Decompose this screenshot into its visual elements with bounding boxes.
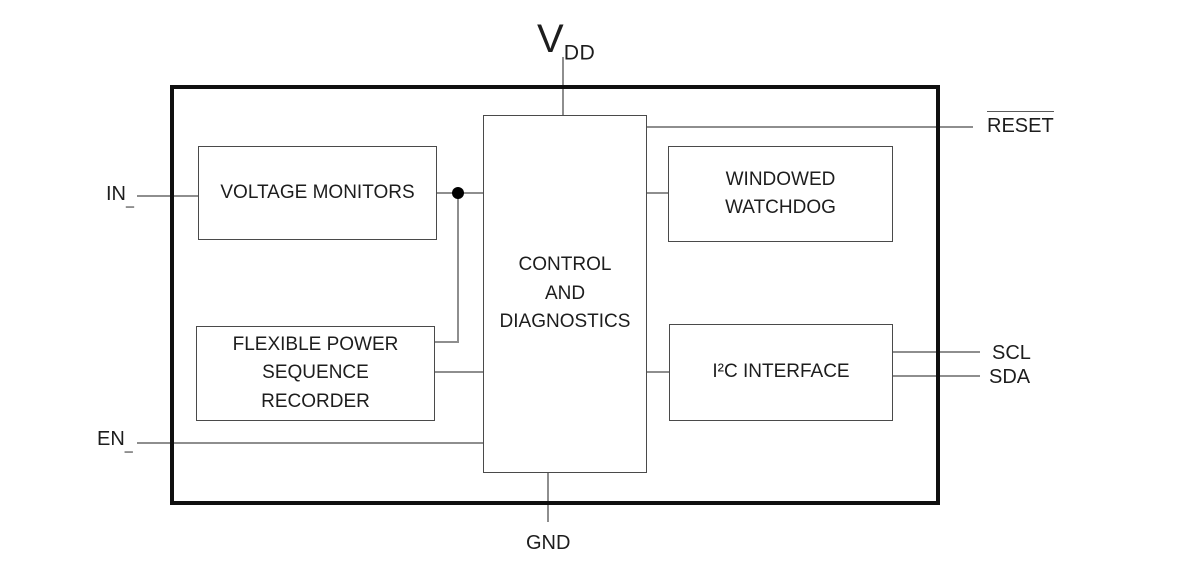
pin-label-vdd: VDD (537, 16, 595, 66)
wire-control-to-watchdog (647, 192, 668, 194)
wire-recorder-to-junction (435, 341, 458, 343)
wire-recorder-to-control (435, 371, 483, 373)
pin-in-subscript: _ (126, 192, 135, 209)
pin-label-reset-active-low: RESET (987, 111, 1054, 138)
wire-reset (647, 126, 973, 128)
wire-junction-vertical (457, 193, 459, 343)
ic-boundary (170, 85, 940, 505)
wire-en-to-control (137, 442, 483, 444)
pin-reset-text: RESET (987, 111, 1054, 137)
pin-en-base: EN (97, 428, 125, 450)
pin-label-gnd: GND (526, 532, 571, 554)
pin-vdd-subscript: DD (563, 41, 596, 65)
block-control-and-diagnostics: CONTROL AND DIAGNOSTICS (483, 115, 647, 473)
pin-in-base: IN (106, 183, 126, 205)
pin-label-en: EN_ (97, 428, 133, 454)
junction-dot (452, 187, 464, 199)
pin-label-in: IN_ (106, 183, 134, 209)
block-i2c-interface: I²C INTERFACE (669, 324, 893, 421)
pin-en-subscript: _ (124, 437, 133, 454)
wire-control-to-i2c (647, 371, 669, 373)
block-voltage-monitors: VOLTAGE MONITORS (198, 146, 437, 240)
wire-in-to-voltage-monitors (137, 195, 198, 197)
pin-label-sda: SDA (989, 366, 1031, 388)
wire-gnd (547, 473, 549, 522)
pin-vdd-base: V (537, 17, 564, 61)
pin-label-scl: SCL (992, 342, 1031, 364)
block-windowed-watchdog: WINDOWED WATCHDOG (668, 146, 893, 242)
block-flexible-power-sequence-recorder: FLEXIBLE POWER SEQUENCE RECORDER (196, 326, 435, 421)
